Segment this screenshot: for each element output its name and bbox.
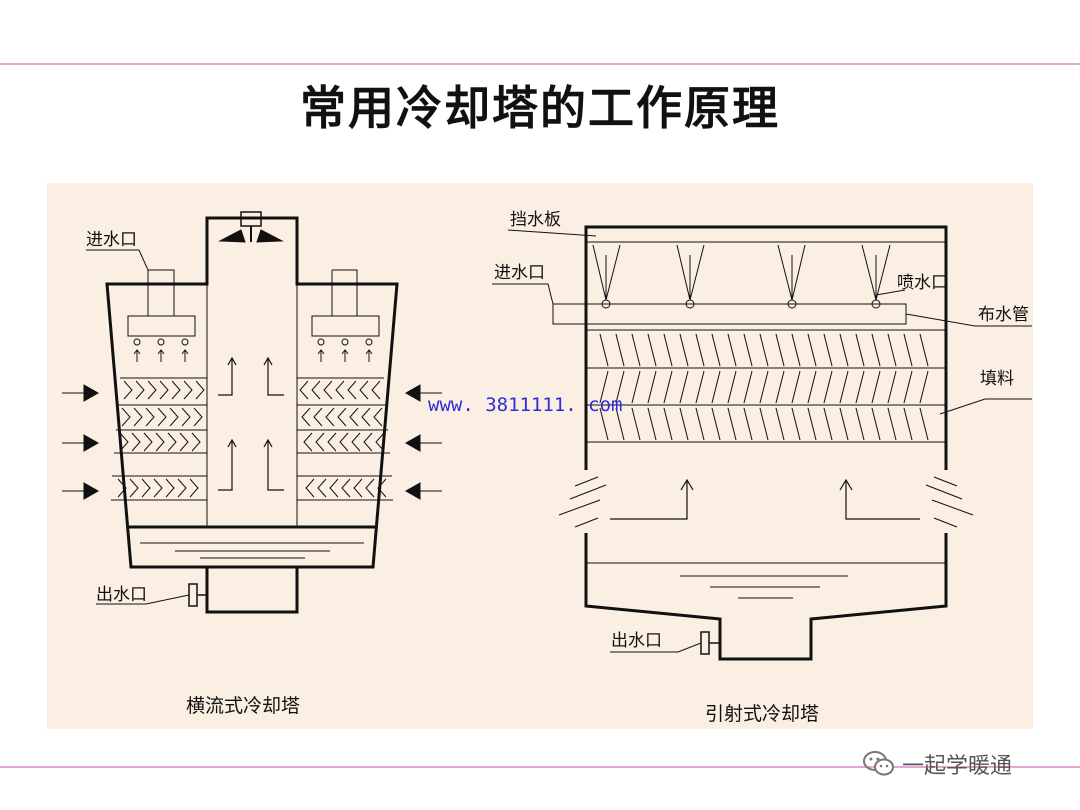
crossflow-fill-left: [117, 380, 205, 498]
crossflow-fan-blade-left: [218, 229, 246, 243]
top-rule: [0, 63, 1080, 65]
ejector-outlet-label: 出水口: [611, 631, 662, 651]
ejector-nozzle-label: 喷水口: [897, 273, 948, 293]
ejector-spray-cones: [592, 244, 891, 309]
ejector-fill-hatching: [599, 333, 929, 441]
ejector-air-louvers: [558, 476, 974, 528]
crossflow-inlet-label: 进水口: [86, 230, 137, 250]
ejector-outlet-valve: [700, 631, 710, 655]
brand-name: 一起学暖通: [902, 754, 1013, 779]
crossflow-sump: [205, 567, 299, 614]
ejector-eliminator-label: 挡水板: [510, 210, 561, 230]
crossflow-fan-blade-right: [256, 229, 284, 243]
ejector-pipe-label: 布水管: [978, 305, 1029, 325]
diagram-panel: [47, 183, 1033, 729]
site-watermark: www. 3811111. com: [428, 394, 623, 416]
crossflow-outlet-valve: [188, 583, 198, 607]
ejector-tower: [492, 225, 1032, 661]
crossflow-air-inlet-arrows: [62, 384, 442, 500]
crossflow-fill-right: [299, 380, 387, 498]
brand-badge: 一起学暖通: [862, 747, 1012, 781]
ejector-lower-shell: [584, 533, 948, 661]
crossflow-caption: 横流式冷却塔: [186, 695, 300, 717]
ejector-inlet-label: 进水口: [494, 263, 545, 283]
crossflow-outlet-label: 出水口: [96, 585, 147, 605]
slide-title: 常用冷却塔的工作原理: [300, 81, 780, 135]
wechat-icon: [863, 751, 894, 776]
ejector-upper-shell: [584, 225, 948, 470]
ejector-caption: 引射式冷却塔: [705, 703, 819, 725]
crossflow-tower: [62, 211, 442, 614]
crossflow-dist-box-left: [127, 315, 196, 337]
ejector-fill-label: 填料: [980, 369, 1014, 389]
crossflow-dist-box-right: [311, 315, 380, 337]
bottom-rule: [0, 766, 1080, 768]
